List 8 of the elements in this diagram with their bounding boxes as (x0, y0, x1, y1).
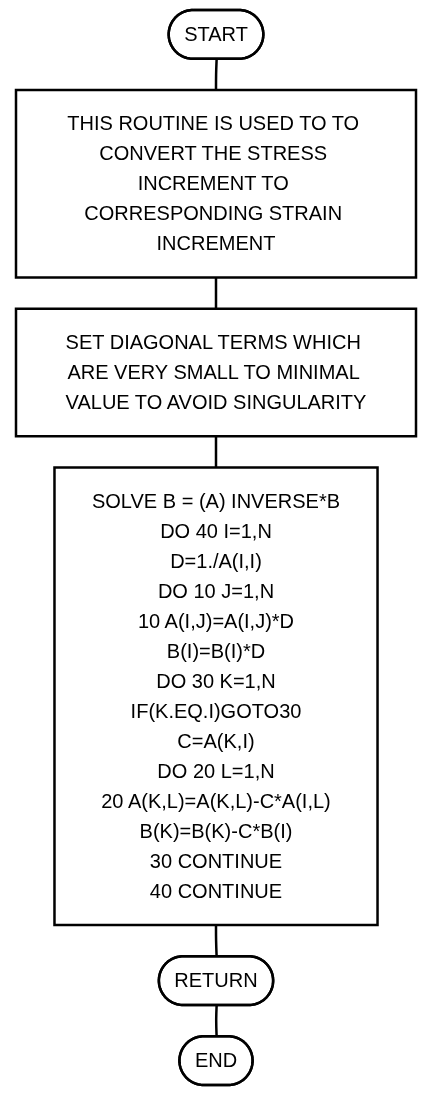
connector (214, 436, 217, 468)
node-box: SET DIAGONAL TERMS WHICH ARE VERY SMALL TO MINIMAL VALUE TO AVOID SINGULARITY (14, 307, 417, 438)
node-box: THIS ROUTINE IS USED TO TO CONVERT THE STRESS INCREMENT TO CORRESPONDING STRAIN INCREMENT (14, 88, 417, 279)
connector (214, 925, 218, 957)
node-box: SOLVE B = (A) INVERSE*B DO 40 I=1,N D=1./A(I,I) DO 10 J=1,N 10 A(I,J)=A(I,J)*D B(I)=B(I)*D DO 30 K=1,N IF(K.EQ.I)GOTO30 C=A(K,I) DO 20 L=1,N 20 A(K,L)=A(K,L)-C*A(I,L) B(K)=B(K)-C*B(I) 30 CONTINUE 40 CONTINUE (52, 466, 379, 927)
connector (214, 277, 217, 309)
connector (214, 1005, 218, 1037)
connector (214, 59, 218, 90)
